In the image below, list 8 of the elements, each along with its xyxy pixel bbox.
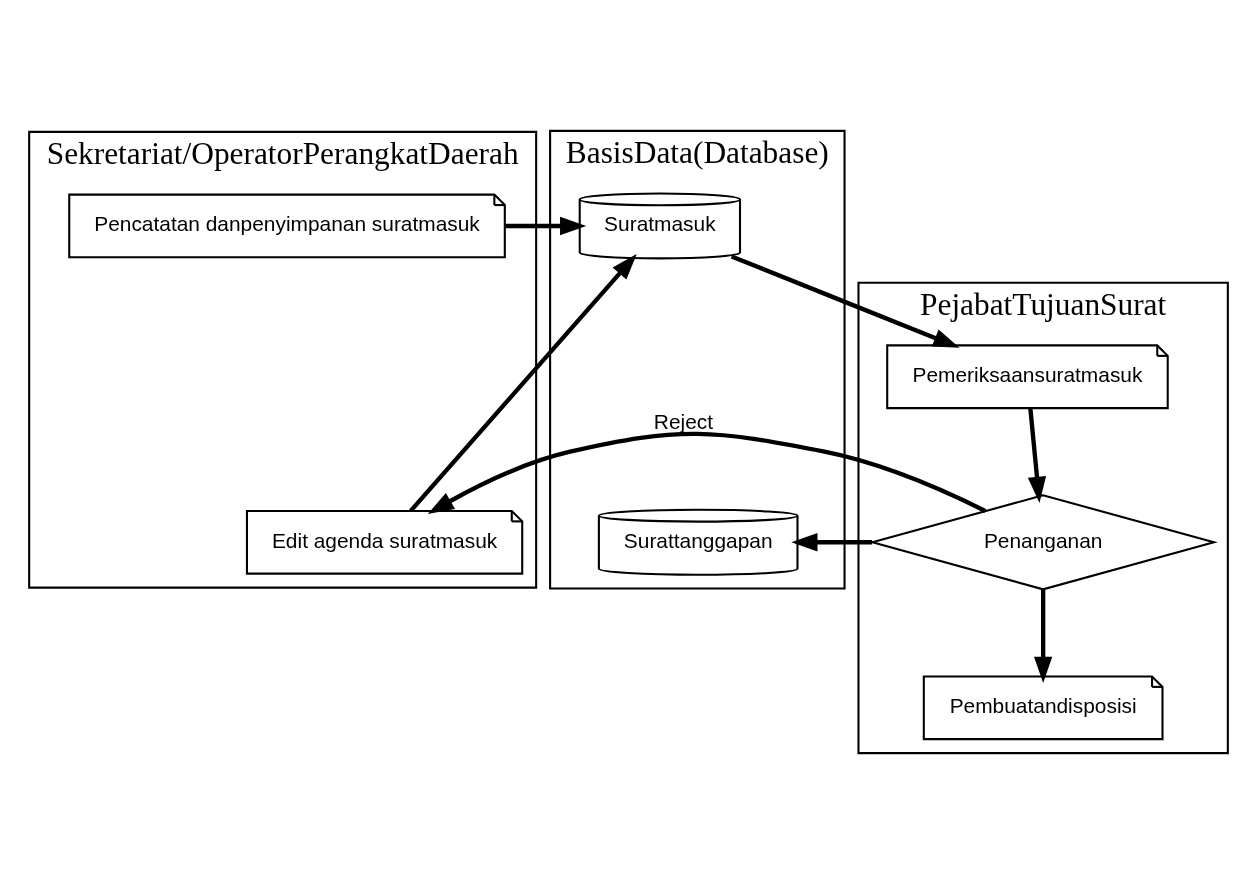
arrow — [1033, 589, 1053, 683]
arrow — [791, 532, 873, 551]
arrow — [505, 216, 587, 235]
arrow — [409, 253, 637, 512]
arrow — [1027, 407, 1047, 503]
arrow — [730, 253, 960, 348]
edge-label: Reject — [653, 409, 714, 433]
arrow — [427, 431, 987, 514]
